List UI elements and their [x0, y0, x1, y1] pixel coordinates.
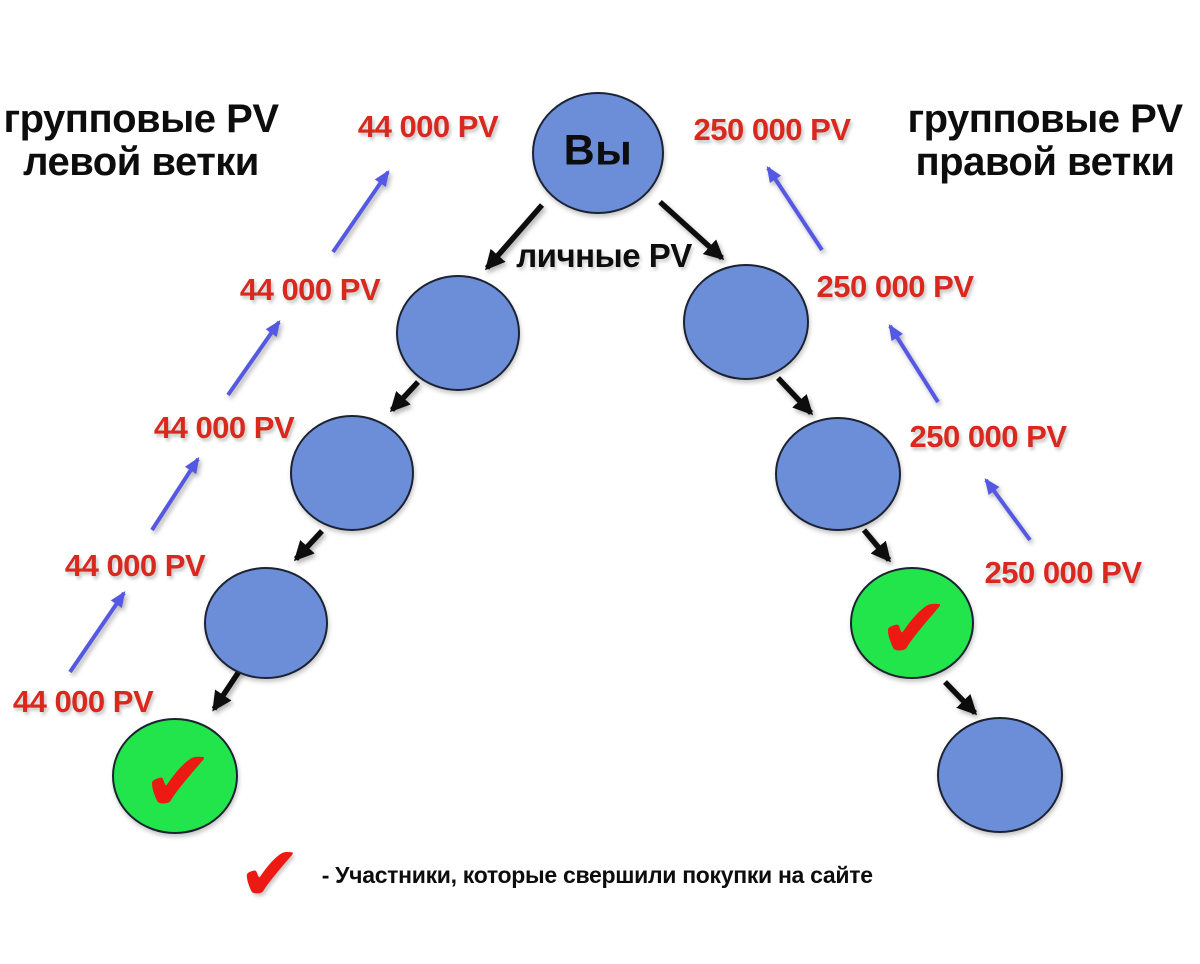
root-node-label: Вы	[563, 126, 633, 175]
node-left-1	[396, 275, 520, 391]
left-branch-header-line1: групповые PV	[3, 97, 279, 142]
checkmark-icon: ✔	[238, 831, 302, 917]
pv-flow-arrow-left-4	[68, 591, 126, 674]
group-pv-label-left-5: 44 000 PV	[12, 684, 154, 719]
node-left-buyer	[112, 718, 238, 834]
legend: ✔ - Участники, которые свершили покупки …	[238, 836, 873, 914]
arrow-right1-to-right2	[775, 376, 814, 416]
pv-flow-arrow-left-2	[226, 320, 281, 397]
left-branch-header: групповые PV левой ветки	[3, 97, 279, 184]
group-pv-label-left-4: 44 000 PV	[64, 548, 206, 583]
arrow-you-to-right1	[658, 199, 725, 261]
pv-flow-arrow-right-2	[888, 323, 940, 404]
group-pv-label-left-2: 44 000 PV	[239, 272, 381, 307]
pv-flow-arrow-right-3	[984, 478, 1032, 542]
node-you	[532, 92, 664, 214]
arrow-left1-to-left2	[389, 380, 421, 413]
group-pv-label-right-2: 250 000 PV	[816, 269, 974, 304]
node-right-2	[775, 417, 901, 531]
node-right-buyer	[850, 567, 974, 679]
node-right-1	[683, 264, 809, 380]
pv-flow-arrow-left-3	[150, 456, 200, 532]
left-branch-header-line2: левой ветки	[23, 140, 259, 184]
legend-text: - Участники, которые свершили покупки на…	[321, 861, 873, 888]
arrow-right2-to-right3	[861, 528, 892, 563]
arrow-left2-to-left3	[293, 529, 325, 562]
right-branch-header-line1: групповые PV	[907, 97, 1183, 142]
pv-flow-arrow-right-1	[766, 165, 824, 252]
group-pv-label-right-3: 250 000 PV	[909, 419, 1067, 454]
checkmark-icon: ✔	[878, 581, 950, 677]
arrow-right3-to-right4	[943, 680, 978, 716]
node-left-3	[204, 567, 328, 679]
checkmark-icon: ✔	[142, 734, 214, 830]
node-left-2	[290, 415, 414, 531]
group-pv-label-right-4: 250 000 PV	[984, 555, 1142, 590]
right-branch-header: групповые PV правой ветки	[907, 97, 1183, 184]
arrow-you-to-left1	[484, 203, 545, 271]
node-right-4	[937, 717, 1063, 833]
right-branch-header-line2: правой ветки	[915, 140, 1175, 184]
group-pv-label-right-1: 250 000 PV	[693, 112, 851, 147]
arrow-left3-to-left4	[211, 668, 243, 712]
pv-flow-arrow-left-1	[331, 170, 390, 254]
group-pv-label-left-3: 44 000 PV	[153, 410, 295, 445]
group-pv-label-left-1: 44 000 PV	[357, 109, 499, 144]
personal-pv-label: личные PV	[516, 237, 692, 274]
